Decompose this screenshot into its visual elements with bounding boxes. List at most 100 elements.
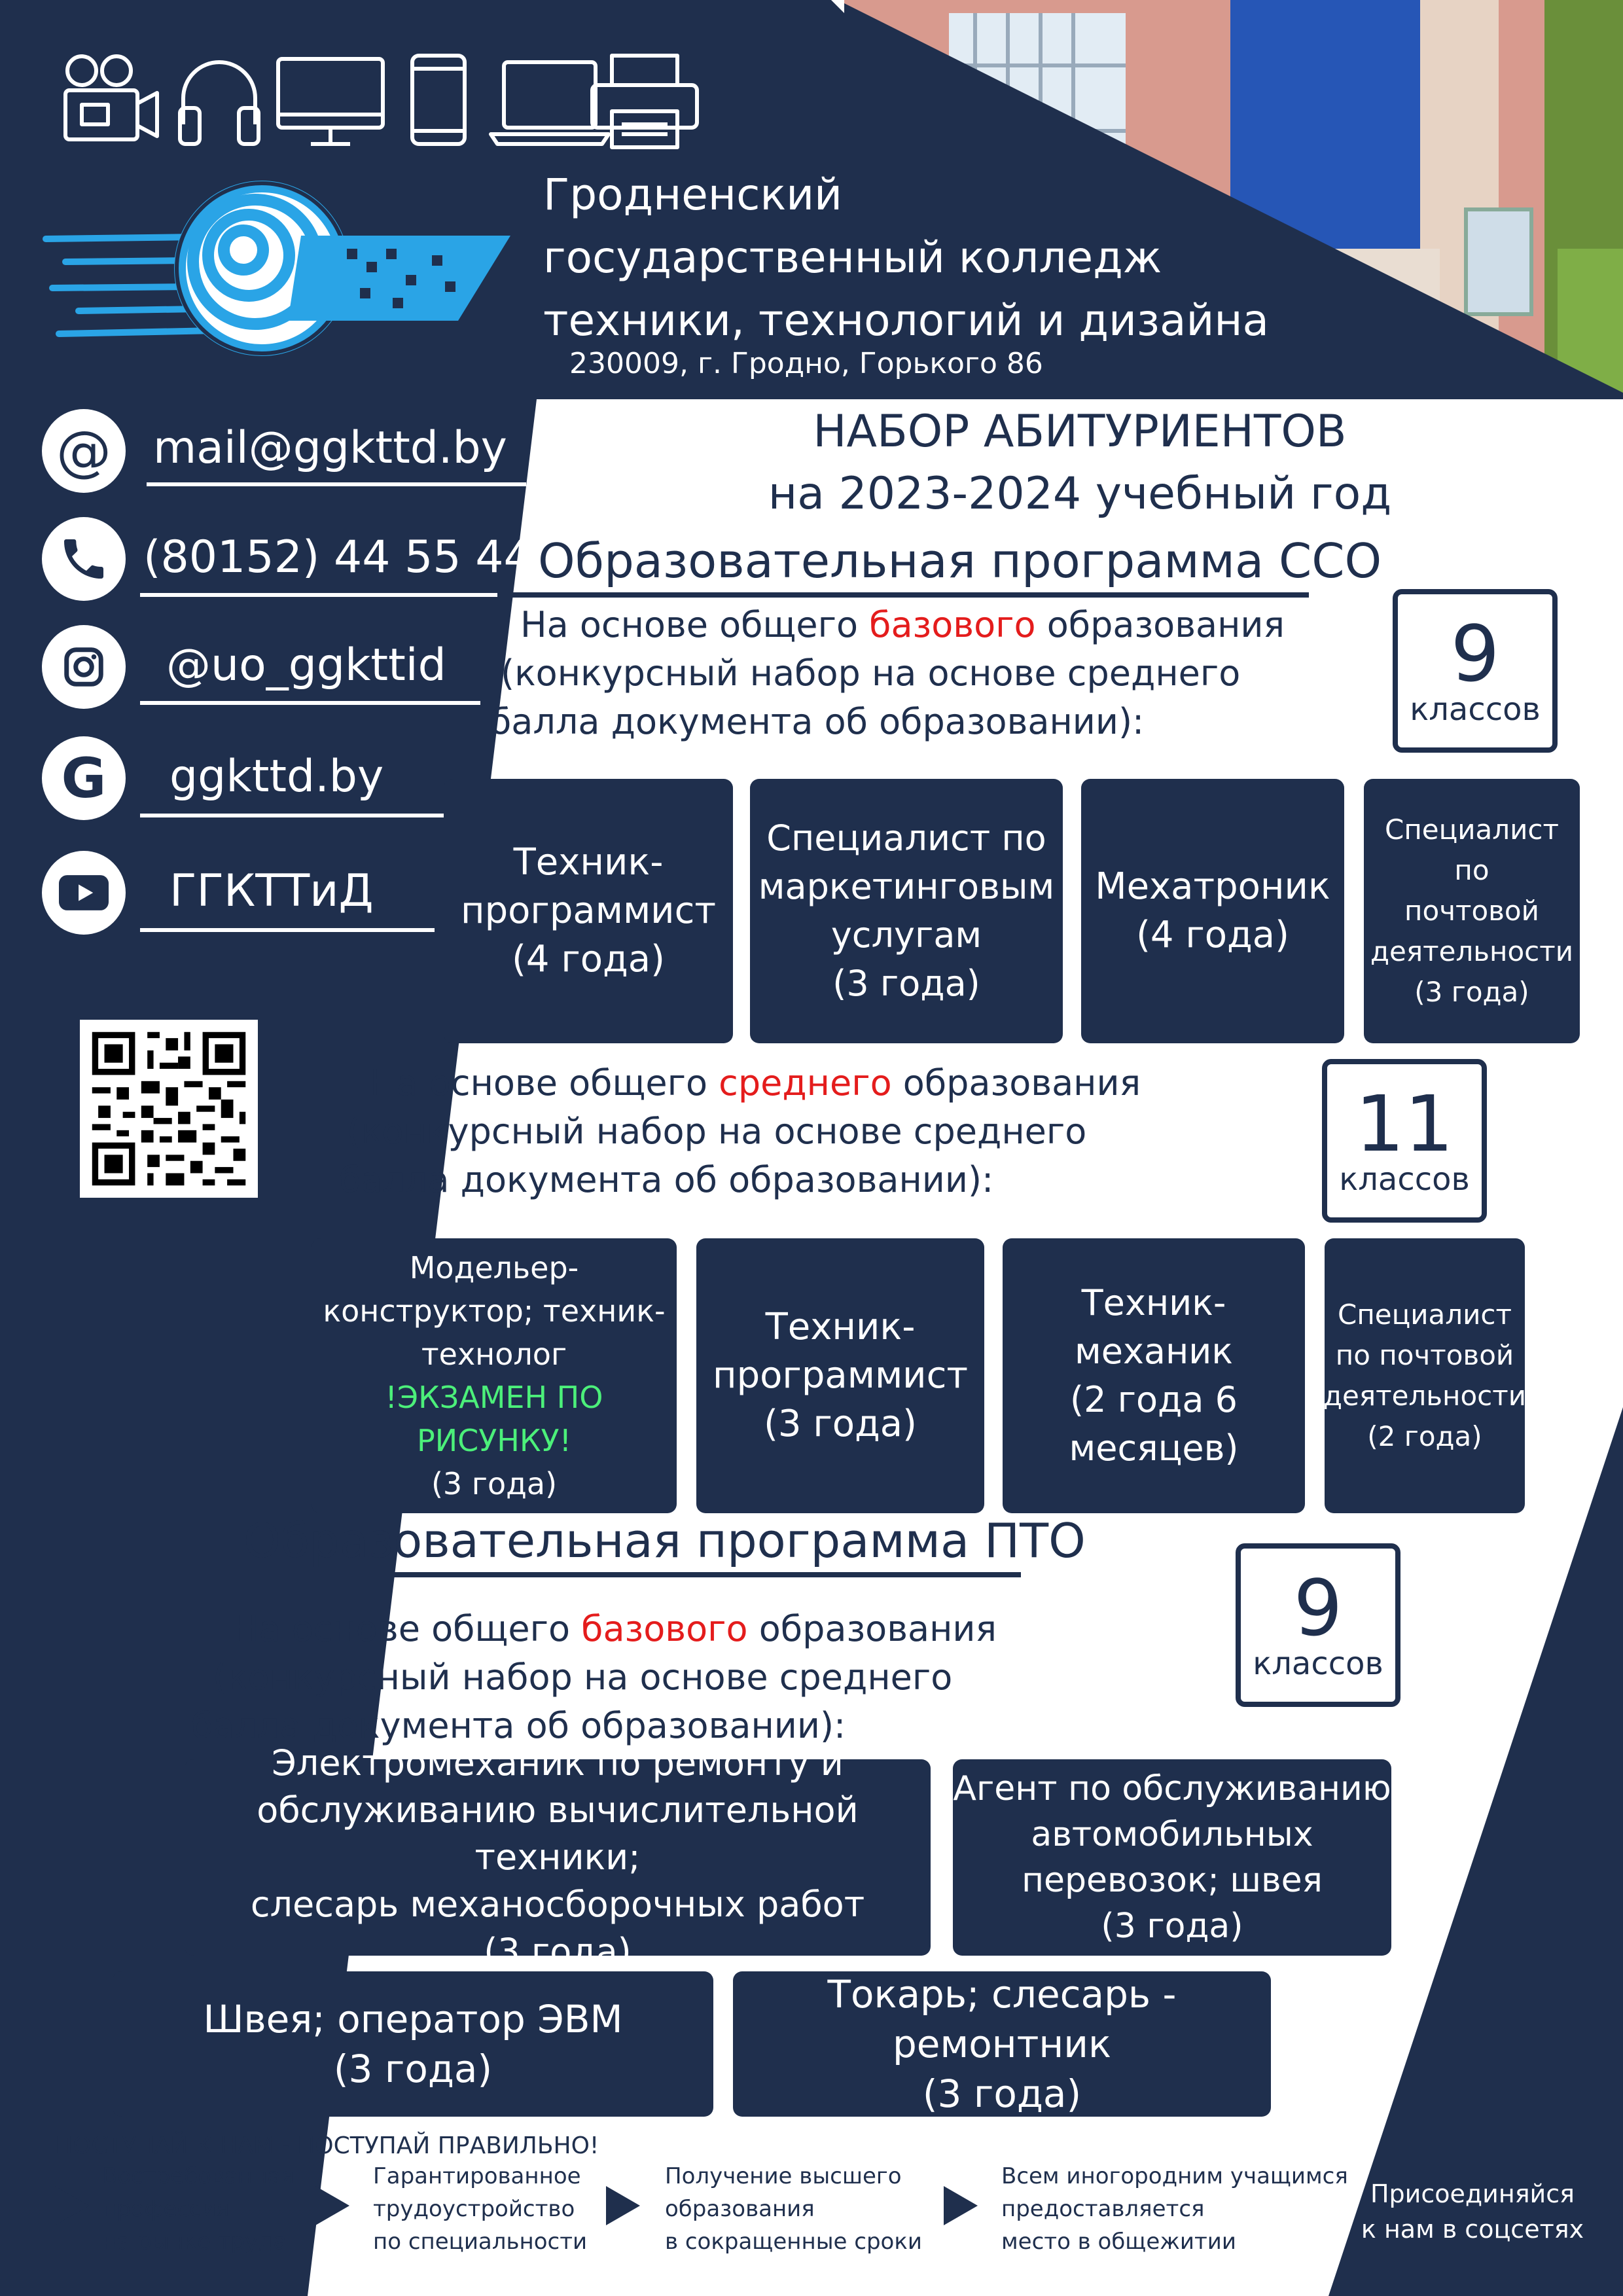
specialty-line: почтовой [1404,895,1539,927]
benefit-item: Всем иногородним учащимся предоставляетс… [1001,2160,1348,2258]
specialty-card[interactable]: Техник- программист (3 года) [696,1238,984,1513]
sso-basic-post: образования [1035,604,1285,645]
benefit-item: Получение высшего образования в сокращен… [665,2160,922,2258]
youtube-icon [42,851,126,935]
specialty-duration: (3 года) [922,2072,1082,2116]
specialty-line: Техник- [513,841,664,884]
specialty-line: по почтовой [1335,1339,1514,1371]
arrow-right-icon [944,2186,978,2225]
pto-post: образования [747,1608,997,1649]
sso-basic-classes-badge: 9 классов [1393,589,1558,753]
sso-basic-intro-line2: (конкурсный набор на основе среднего [501,653,1241,694]
classes-number: 11 [1355,1078,1454,1169]
sso-basic-intro-line1: На основе общего базового образования [520,601,1285,649]
benefit-line: на рынке труда [102,2229,287,2255]
classes-label: классов [1410,691,1541,728]
classes-label: классов [1253,1645,1383,1682]
page-subtitle: на 2023-2024 учебный год [768,468,1392,520]
contact-phone[interactable]: (80152) 44 55 44 [42,517,539,615]
contact-phone-text[interactable]: (80152) 44 55 44 [143,531,532,583]
specialty-line: обслуживанию вычислительной техники; [257,1789,859,1878]
contact-instagram-text[interactable]: @uo_ggkttid [166,639,446,691]
device-icons-row [59,52,700,151]
benefit-line: трудоустройство [373,2196,575,2222]
sso-secondary-red: среднего [719,1062,892,1103]
specialty-card[interactable]: Специалист по почтовой деятельности (3 г… [1364,779,1580,1043]
specialty-duration: (3 года) [484,1931,632,1972]
college-name-line3: техники, технологий и дизайна [543,295,1269,346]
contact-website-underline [140,814,461,817]
exam-warning: !ЭКЗАМЕН ПО РИСУНКУ! [385,1380,603,1458]
specialty-line: деятельности [1370,935,1574,967]
specialty-line: перевозок; швея [1022,1861,1323,1900]
specialty-line: программист [460,889,716,932]
contact-youtube[interactable]: ГГКТТиД [42,851,474,949]
benefit-line: Всем иногородним учащимся [1001,2163,1348,2189]
specialty-card[interactable]: Мехатроник (4 года) [1081,779,1344,1043]
specialty-duration: (3 года) [1414,976,1529,1008]
specialty-line: Техник- [765,1306,916,1348]
specialty-card[interactable]: Специалист по почтовой деятельности (2 г… [1323,1238,1526,1513]
sso-basic-intro-line3: балла документа об образовании): [490,701,1145,742]
classes-number: 9 [1450,608,1500,699]
college-address: 230009, г. Гродно, Горького 86 [569,347,1043,380]
sso-title: Образовательная программа ССО [538,533,1382,588]
specialty-card[interactable]: Швея; оператор ЭВМ (3 года) [113,1971,713,2117]
specialty-duration: (2 года) [1367,1420,1482,1452]
specialty-card[interactable]: Агент по обслуживанию автомобильных пере… [953,1759,1391,1956]
contact-youtube-text[interactable]: ГГКТТиД [169,865,374,917]
specialty-line: Специалист по [766,817,1046,859]
join-social-text: Присоединяйся к нам в соцсетях [1348,2176,1597,2247]
benefit-line: предоставляется [1001,2196,1205,2222]
google-icon: G [42,736,126,820]
contact-instagram[interactable]: @uo_ggkttid [42,625,539,723]
qr-code[interactable] [80,1020,258,1198]
specialty-card[interactable]: Техник- программист (4 года) [444,779,733,1043]
specialty-card[interactable]: Токарь; слесарь - ремонтник (3 года) [733,1971,1271,2117]
tablet-icon [410,54,467,146]
specialty-card[interactable]: Специалист по маркетинговым услугам (3 г… [750,779,1063,1043]
printer-icon [590,54,699,149]
specialty-line: Специалист по [1385,814,1559,886]
specialty-card[interactable]: Техник-механик (2 года 6 месяцев) [1003,1238,1305,1513]
pto-title: Образовательная программа ПТО [243,1513,1086,1568]
arrow-right-icon [315,2186,349,2225]
pto-pre: На основе общего [232,1608,582,1649]
specialty-line: технолог [421,1336,567,1372]
laptop-icon [489,60,611,146]
pto-title-underline [204,1572,1021,1577]
join-line1: Присоединяйся [1370,2179,1575,2208]
sso-secondary-intro-line1: На основе общего среднего образования [370,1059,1141,1107]
specialty-duration: (4 года) [512,938,665,980]
headphones-icon [178,60,260,146]
benefit-line: Получение высшего [665,2163,902,2189]
specialty-line: Токарь; слесарь - ремонтник [827,1972,1177,2066]
at-sign-icon: @ [42,409,126,493]
contact-website-text[interactable]: ggkttd.by [169,751,384,802]
specialty-line: услугам [830,914,982,956]
benefit-line: образования [665,2196,815,2222]
classes-label: классов [1339,1160,1470,1198]
contact-instagram-underline [140,701,480,705]
specialty-duration: месяцев) [1069,1427,1239,1469]
college-logo [39,164,510,373]
contact-email[interactable]: @ mail@ggkttd.by [42,409,539,507]
sso-basic-pre: На основе общего [520,604,870,645]
specialty-card[interactable]: Модельер- конструктор; техник- технолог … [312,1238,677,1513]
specialty-duration: (3 года) [431,1466,558,1501]
specialty-duration: (4 года) [1136,914,1289,956]
sso-secondary-intro-line3: балла документа об образовании): [339,1159,994,1200]
benefit-line: место в общежитии [1001,2229,1236,2255]
specialty-line: Специалист [1338,1299,1512,1331]
specialty-duration: (3 года) [333,2047,493,2091]
specialty-card[interactable]: Электромеханик по ремонту и обслуживанию… [185,1742,931,1972]
arrow-right-icon [55,2186,89,2225]
benefit-line: Гарантированное [373,2163,581,2189]
pto-red: базового [581,1608,748,1649]
contact-email-underline [147,482,526,486]
sso-title-underline [497,592,1309,598]
contact-youtube-underline [140,928,435,932]
contact-website[interactable]: G ggkttd.by [42,736,500,834]
contact-email-text[interactable]: mail@ggkttd.by [153,422,507,474]
